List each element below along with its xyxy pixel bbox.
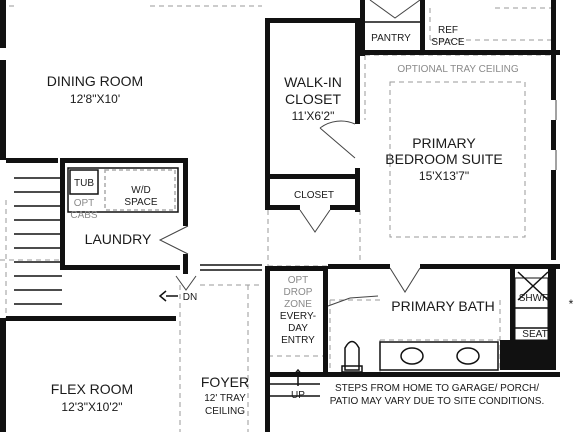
seat-label: SEAT [522, 329, 547, 340]
dining-room-label: DINING ROOM [47, 73, 143, 89]
drop-zone-label-5: DAY [288, 323, 308, 334]
drop-zone-label-1: OPT [288, 275, 309, 286]
laundry-label: LAUNDRY [85, 231, 152, 247]
opt-cabs-label-2: CABS [70, 210, 98, 221]
walk-in-closet-dimensions: 11'X6'2" [292, 109, 335, 123]
drop-zone-label-6: ENTRY [281, 335, 315, 346]
shower-label: SHWR [519, 293, 550, 304]
primary-bath-label: PRIMARY BATH [391, 298, 494, 314]
drop-zone-label-2: DROP [284, 287, 313, 298]
ref-space-label-2: SPACE [431, 37, 464, 48]
walls [0, 0, 560, 432]
drop-zone-label-3: ZONE [284, 299, 312, 310]
asterisk-mark: * [569, 297, 574, 311]
pantry-label: PANTRY [371, 33, 411, 44]
primary-bedroom-label-2: BEDROOM SUITE [385, 151, 502, 167]
fixtures [67, 21, 549, 397]
dining-room-dimensions: 12'8"X10' [70, 92, 120, 106]
site-note-line-1: STEPS FROM HOME TO GARAGE/ PORCH/ [335, 383, 539, 394]
closet-label: CLOSET [294, 190, 334, 201]
flex-room-label: FLEX ROOM [51, 381, 133, 397]
ref-space-label-1: REF [438, 25, 458, 36]
walk-in-closet-label-2: CLOSET [285, 91, 341, 107]
walk-in-closet-label-1: WALK-IN [284, 74, 342, 90]
foyer-sub-label-1: 12' TRAY [204, 393, 246, 404]
door-swings [158, 0, 557, 307]
drop-zone-label-4: EVERY- [280, 311, 316, 322]
foyer-label: FOYER [201, 374, 249, 390]
room-labels: DINING ROOM 12'8"X10' WALK-IN CLOSET 11'… [47, 25, 574, 417]
dn-label: DN [183, 292, 197, 303]
wd-space-label-1: W/D [131, 185, 150, 196]
dn-arrow [158, 290, 178, 302]
up-label: UP [291, 390, 305, 401]
up-arrow [292, 368, 304, 386]
site-note-line-2: PATIO MAY VARY DUE TO SITE CONDITIONS. [330, 396, 545, 407]
flex-room-dimensions: 12'3"X10'2" [61, 400, 122, 414]
primary-bedroom-dimensions: 15'X13'7" [419, 169, 469, 183]
primary-bedroom-label-1: PRIMARY [412, 135, 476, 151]
tub-label: TUB [74, 178, 94, 189]
wd-space-label-2: SPACE [124, 197, 157, 208]
opt-cabs-label-1: OPT [74, 198, 95, 209]
tray-ceiling-label: OPTIONAL TRAY CEILING [397, 64, 519, 75]
foyer-sub-label-2: CEILING [205, 406, 245, 417]
stairs [14, 177, 62, 305]
